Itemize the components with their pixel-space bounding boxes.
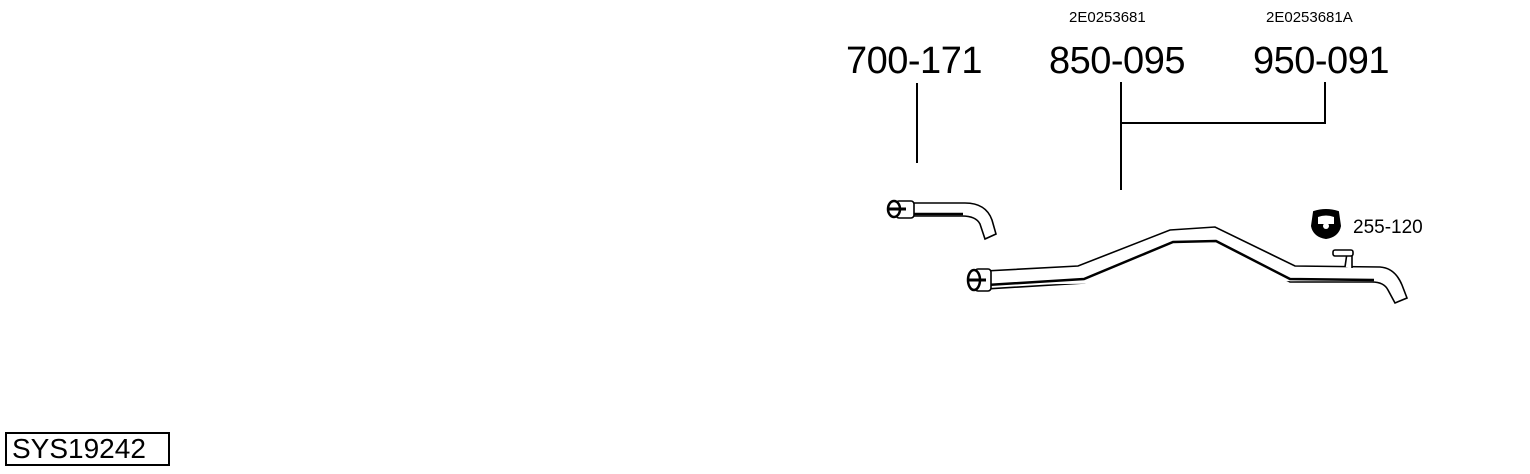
rubber-mount-icon: [1310, 209, 1342, 240]
pipe-850-095-icon: [966, 226, 1409, 305]
part-number-255-120[interactable]: 255-120: [1353, 217, 1423, 238]
leader-lines: [916, 82, 1326, 190]
oe-code-850-095: 2E0253681: [1069, 9, 1146, 26]
part-number-850-095[interactable]: 850-095: [1049, 40, 1185, 82]
oe-code-950-091: 2E0253681A: [1266, 9, 1353, 26]
part-number-700-171[interactable]: 700-171: [846, 40, 982, 82]
pipe-700-171-icon: [886, 199, 997, 241]
system-id-box: SYS19242: [5, 432, 170, 466]
part-number-950-091[interactable]: 950-091: [1253, 40, 1389, 82]
